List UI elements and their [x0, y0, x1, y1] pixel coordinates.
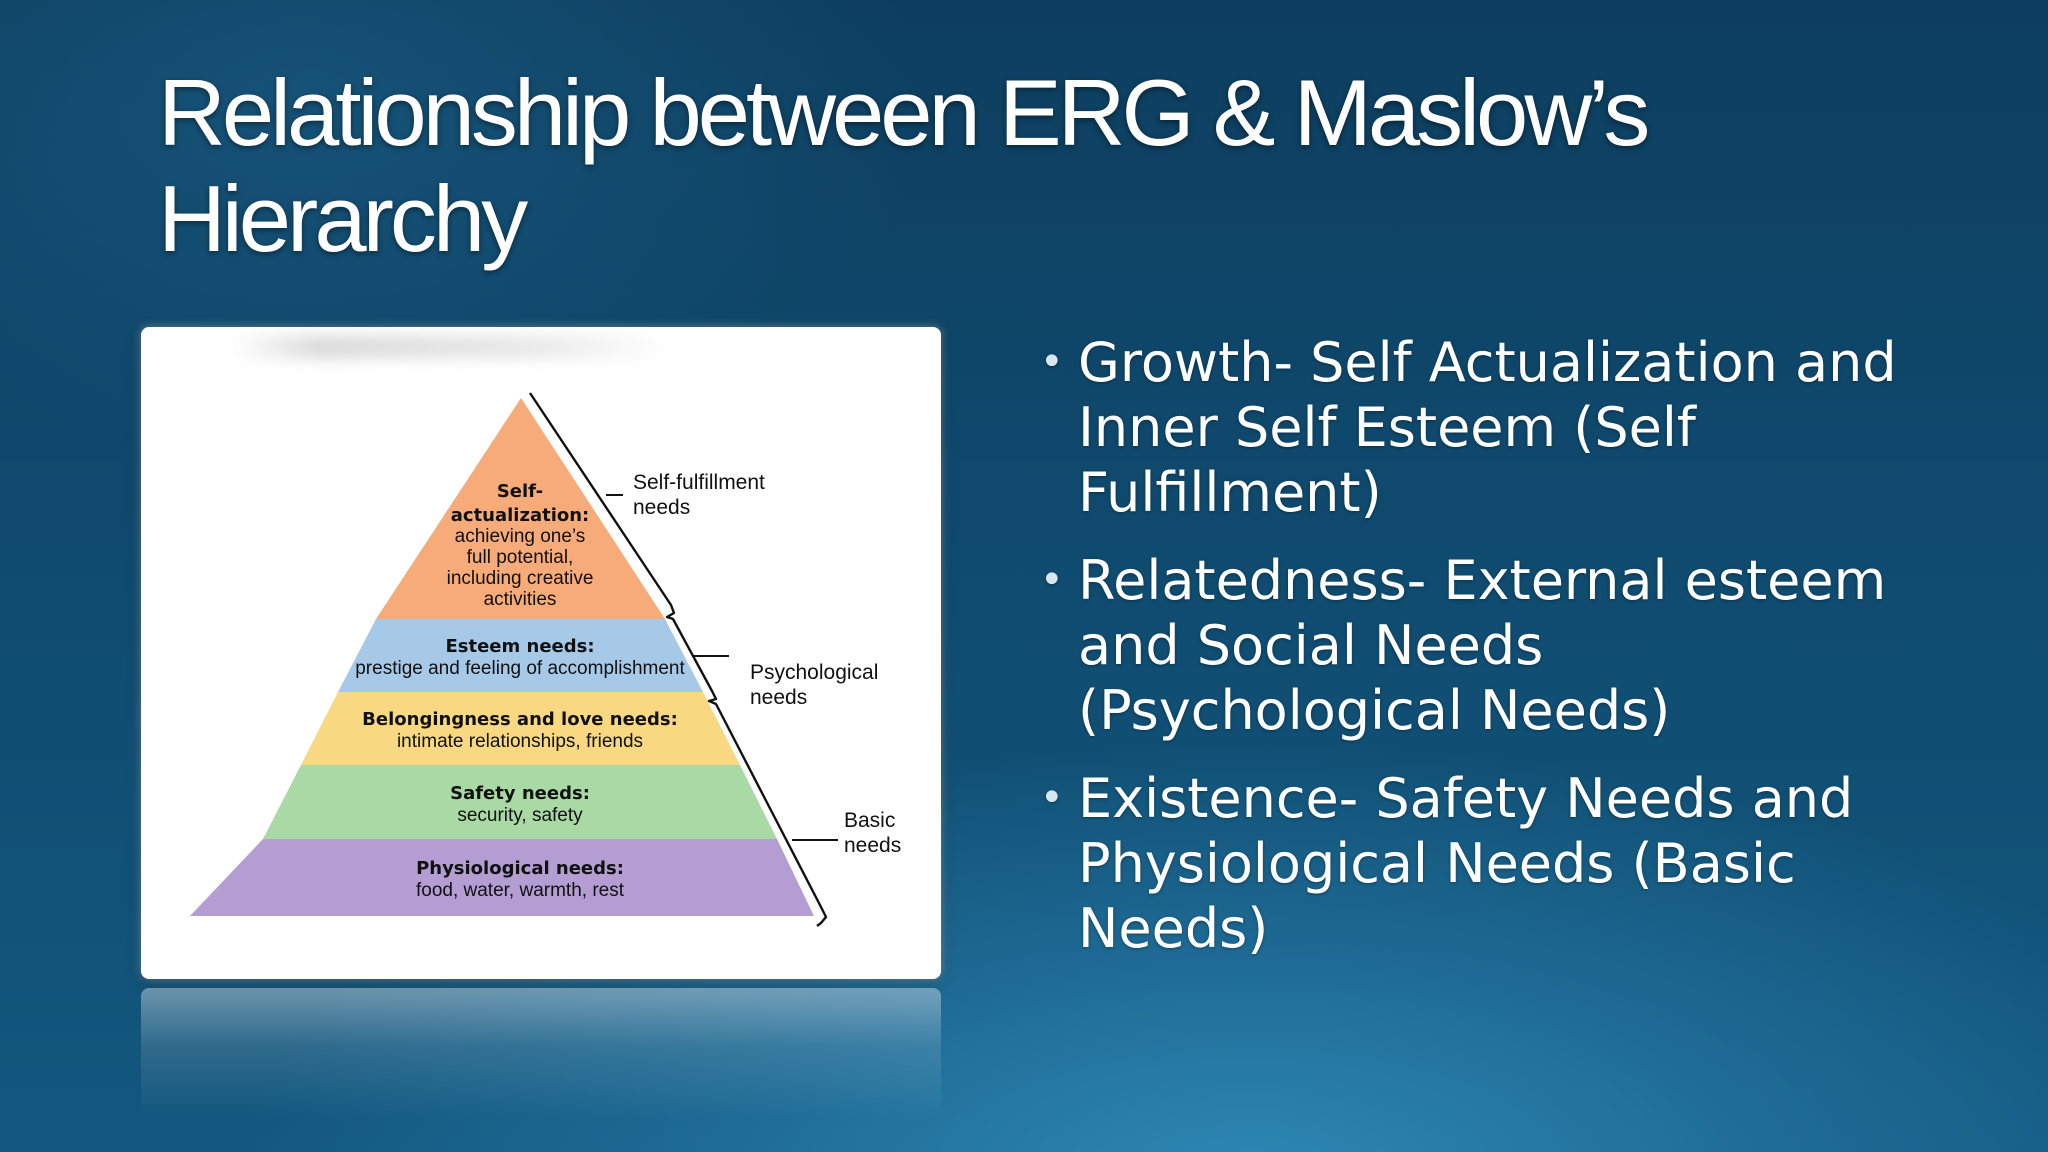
bullet-existence: • Existence- Safety Needs and Physiologi…: [1040, 766, 1940, 961]
level-3-desc: intimate relationships, friends: [397, 731, 643, 752]
level-1-desc-2: full potential,: [467, 547, 574, 568]
pyramid-level-belongingness: [301, 692, 740, 765]
bullet-dot-icon: •: [1040, 775, 1064, 821]
pyramid-level-safety: [263, 765, 777, 839]
level-2-name: Esteem needs:: [445, 636, 594, 657]
bullet-relatedness: • Relatedness- External esteem and Socia…: [1040, 548, 1940, 743]
bullet-list: • Growth- Self Actualization and Inner S…: [1040, 330, 1940, 984]
level-4-name: Safety needs:: [450, 783, 590, 804]
group-self-fulfillment-label-1: Self-fulfillment: [633, 471, 765, 494]
level-2-desc: prestige and feeling of accomplishment: [355, 658, 685, 679]
bullet-dot-icon: •: [1040, 557, 1064, 603]
pyramid-level-self-actualization: [376, 398, 665, 619]
pyramid-level-physiological: [190, 839, 814, 916]
slide-title: Relationship between ERG & Maslow’s Hier…: [158, 60, 1858, 272]
level-1-desc-1: achieving one’s: [455, 526, 586, 547]
group-bracket: [529, 392, 828, 927]
level-1-name-2: actualization:: [451, 505, 590, 526]
level-5-name: Physiological needs:: [416, 858, 624, 879]
level-3-name: Belongingness and love needs:: [362, 709, 678, 730]
bullet-growth: • Growth- Self Actualization and Inner S…: [1040, 330, 1940, 525]
level-1-desc-3: including creative: [447, 568, 594, 589]
blurred-caption-strip: [231, 335, 671, 359]
title-line-2: Hierarchy: [158, 166, 528, 271]
level-4-desc: security, safety: [457, 805, 583, 826]
level-5-desc: food, water, warmth, rest: [416, 880, 625, 901]
maslow-pyramid-diagram: Self- actualization: achieving one’s ful…: [190, 392, 901, 927]
group-self-fulfillment-label-2: needs: [633, 496, 690, 519]
level-1-desc-4: activities: [484, 589, 557, 610]
bullet-existence-text: Existence- Safety Needs and Physiologica…: [1078, 767, 1854, 960]
group-psychological-label-1: Psychological: [750, 661, 878, 684]
bullet-growth-text: Growth- Self Actualization and Inner Sel…: [1078, 331, 1897, 524]
level-1-name: Self-: [497, 481, 543, 502]
group-psychological-label-2: needs: [750, 686, 807, 709]
bullet-dot-icon: •: [1040, 339, 1064, 385]
title-line-1: Relationship between ERG & Maslow’s: [158, 60, 1650, 165]
bullet-relatedness-text: Relatedness- External esteem and Social …: [1078, 549, 1887, 742]
picture-reflection: [141, 988, 941, 1118]
group-basic-label-2: needs: [844, 834, 901, 857]
pyramid-level-esteem: [338, 619, 703, 692]
group-basic-label-1: Basic: [844, 809, 895, 832]
maslow-pyramid-picture: Self- actualization: achieving one’s ful…: [141, 327, 941, 979]
